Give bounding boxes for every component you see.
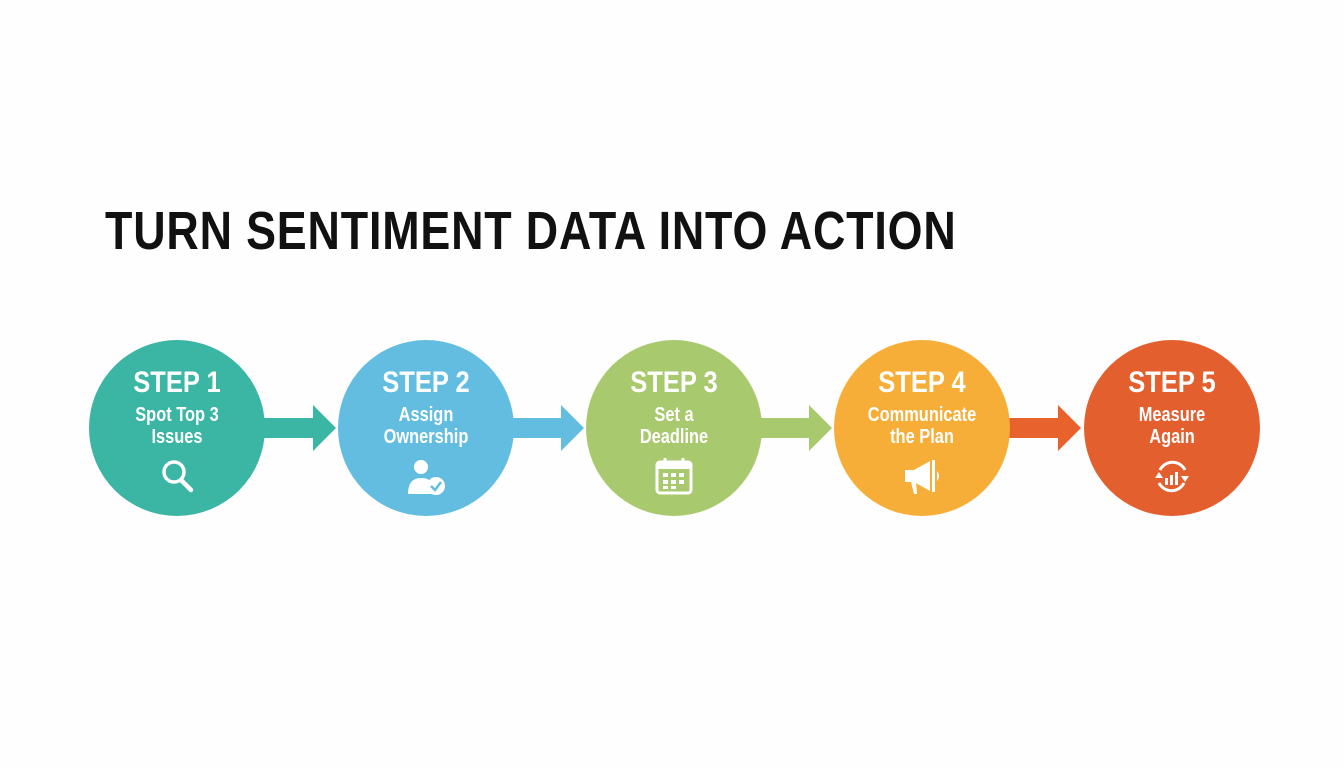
megaphone-icon (905, 460, 939, 494)
page-title: TURN SENTIMENT DATA INTO ACTION (105, 201, 957, 261)
step-label: STEP 2 (382, 366, 470, 399)
step-label: STEP 1 (133, 366, 221, 399)
step-label: STEP 3 (630, 366, 718, 399)
arrow-right-icon (258, 405, 336, 451)
refresh-chart-icon (1155, 460, 1189, 493)
step-label: STEP 5 (1128, 366, 1216, 399)
arrow-right-icon (1003, 405, 1081, 451)
magnifier-icon (162, 460, 194, 493)
arrow-right-icon (754, 405, 832, 451)
user-check-icon (408, 460, 445, 495)
arrow-right-icon (506, 405, 584, 451)
step-label: STEP 4 (878, 366, 966, 399)
calendar-icon (655, 458, 693, 495)
